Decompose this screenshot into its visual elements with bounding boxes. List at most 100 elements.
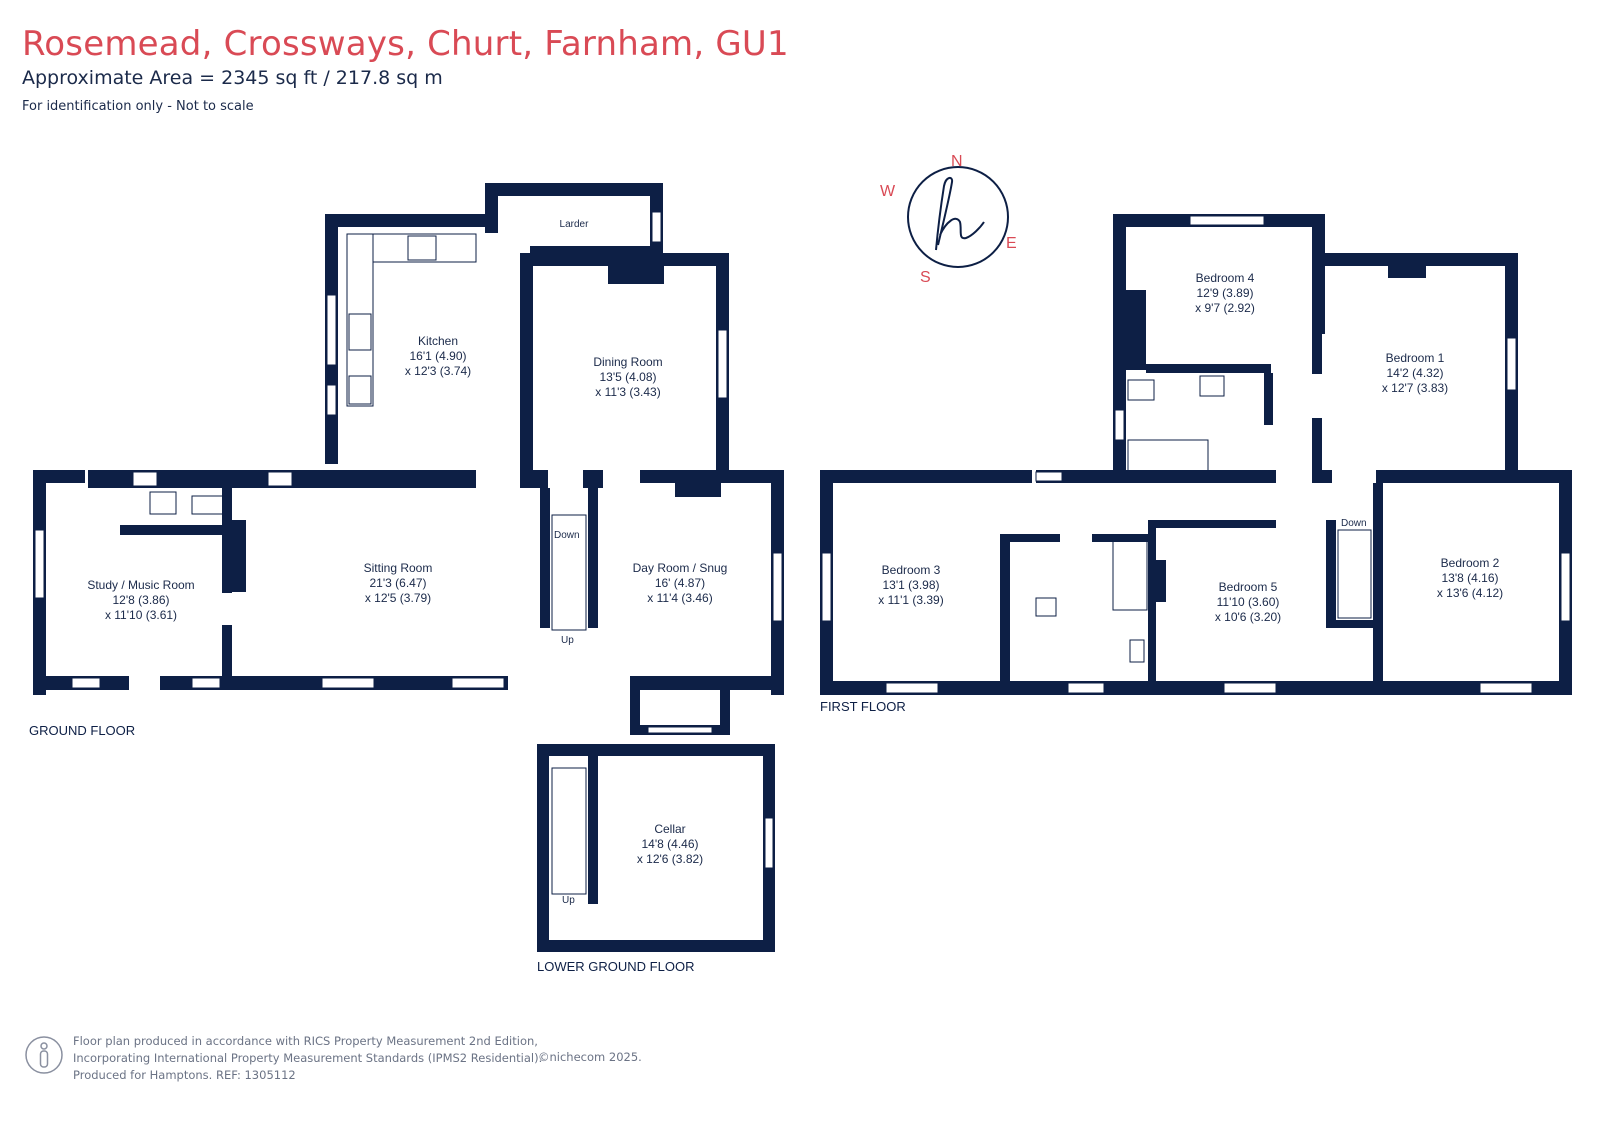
- basin-icon: [1199, 375, 1225, 397]
- bedroom-3-dim1: 13'1 (3.98): [883, 578, 940, 592]
- bedroom-5-dim2: x 10'6 (3.20): [1215, 610, 1281, 624]
- ground-floor-label: GROUND FLOOR: [29, 723, 135, 738]
- dining-room-label: Dining Room: [593, 355, 662, 369]
- cellar-dim2: x 12'6 (3.82): [637, 852, 703, 866]
- stairs-up-label: Up: [561, 635, 574, 646]
- staircase: [551, 767, 587, 895]
- bedroom-3-dim2: x 11'1 (3.39): [878, 593, 943, 607]
- wc-icon: [1127, 379, 1155, 401]
- window: [647, 726, 713, 734]
- wall: [1000, 534, 1010, 681]
- day-room-label: Day Room / Snug: [633, 561, 728, 575]
- staircase: [551, 514, 587, 631]
- first-floor-stairs-down-label: Down: [1341, 518, 1367, 529]
- cooker-icon: [348, 375, 372, 405]
- larder-label: Larder: [560, 219, 590, 230]
- window: [821, 552, 832, 622]
- window: [1189, 215, 1265, 226]
- identification-note: For identification only - Not to scale: [22, 99, 254, 114]
- wall: [537, 744, 775, 756]
- wall: [820, 470, 1032, 483]
- wall: [1312, 334, 1322, 374]
- bedroom-4-dim2: x 9'7 (2.92): [1195, 301, 1255, 315]
- bedroom-4-dim1: 12'9 (3.89): [1197, 286, 1254, 300]
- fireplace: [232, 520, 246, 592]
- wall: [540, 488, 550, 628]
- wall: [222, 488, 232, 593]
- wall: [1148, 520, 1156, 681]
- wall: [520, 253, 533, 488]
- bedroom-4-label: Bedroom 4: [1196, 271, 1255, 285]
- bedroom-2-dim2: x 13'6 (4.12): [1437, 586, 1503, 600]
- wall: [1113, 214, 1126, 474]
- wall: [1264, 373, 1273, 425]
- wall: [583, 470, 603, 488]
- bedroom-2-dim1: 13'8 (4.16): [1442, 571, 1499, 585]
- window: [764, 817, 774, 869]
- wall: [485, 183, 663, 196]
- bedroom-1-dim1: 14'2 (4.32): [1387, 366, 1444, 380]
- kitchen-dim2: x 12'3 (3.74): [405, 364, 471, 378]
- kitchen-dim1: 16'1 (4.90): [410, 349, 467, 363]
- wall: [1312, 418, 1322, 473]
- compass-s: S: [920, 269, 931, 286]
- window: [132, 471, 158, 487]
- wall: [1156, 520, 1276, 528]
- wall: [33, 470, 85, 483]
- compass-n: N: [951, 153, 963, 170]
- chimney-breast: [608, 266, 664, 284]
- lower-ground-floor-label: LOWER GROUND FLOOR: [537, 959, 694, 974]
- compass-ring: [907, 166, 1009, 268]
- window: [1506, 337, 1517, 391]
- window: [326, 384, 337, 416]
- kitchen-label: Kitchen: [418, 334, 458, 348]
- day-room-dim2: x 11'4 (3.46): [647, 591, 712, 605]
- window: [1560, 552, 1571, 622]
- footer-line-1: Floor plan produced in accordance with R…: [73, 1034, 538, 1048]
- h-monogram-icon: [935, 176, 985, 251]
- bath-icon: [1127, 439, 1209, 475]
- window: [34, 529, 45, 599]
- chimney-breast: [675, 483, 721, 497]
- wall: [1036, 470, 1276, 483]
- day-room-dim1: 16' (4.87): [655, 576, 705, 590]
- bedroom-1-dim2: x 12'7 (3.83): [1382, 381, 1448, 395]
- bath-icon: [1112, 539, 1148, 611]
- page-title: Rosemead, Crossways, Churt, Farnham, GU1: [22, 24, 789, 64]
- window: [1479, 682, 1533, 694]
- wall: [1326, 620, 1383, 628]
- window: [71, 677, 101, 689]
- wall: [588, 756, 598, 904]
- person-info-icon: [25, 1036, 63, 1074]
- basin-icon: [149, 491, 177, 515]
- window: [451, 677, 505, 689]
- kitchen-worktop: [372, 233, 477, 263]
- wall: [1312, 470, 1332, 483]
- sitting-room-dim2: x 12'5 (3.79): [365, 591, 431, 605]
- window: [1114, 409, 1125, 441]
- wall: [1312, 253, 1518, 266]
- wall: [325, 214, 498, 227]
- wall: [640, 470, 784, 483]
- window: [651, 211, 662, 243]
- cellar-dim1: 14'8 (4.46): [642, 837, 699, 851]
- basin-icon: [1129, 639, 1145, 663]
- wall: [588, 488, 598, 628]
- bedroom-2-label: Bedroom 2: [1441, 556, 1500, 570]
- stairs-down-label: Down: [554, 530, 580, 541]
- approximate-area: Approximate Area = 2345 sq ft / 217.8 sq…: [22, 67, 443, 89]
- first-floor-plan: Bedroom 4 12'9 (3.89) x 9'7 (2.92) Bedro…: [820, 214, 1572, 714]
- chimney-breast: [1388, 266, 1426, 278]
- bedroom-1-label: Bedroom 1: [1386, 351, 1445, 365]
- wall: [120, 525, 230, 535]
- copyright: ©nichecom 2025.: [538, 1050, 642, 1064]
- window: [191, 677, 221, 689]
- window: [326, 294, 337, 366]
- wc-icon: [1035, 597, 1057, 617]
- compass: N E S W: [880, 153, 1017, 286]
- window: [717, 329, 728, 399]
- compass-e: E: [1006, 235, 1017, 252]
- sitting-room-dim1: 21'3 (6.47): [370, 576, 427, 590]
- study-dim1: 12'8 (3.86): [113, 593, 170, 607]
